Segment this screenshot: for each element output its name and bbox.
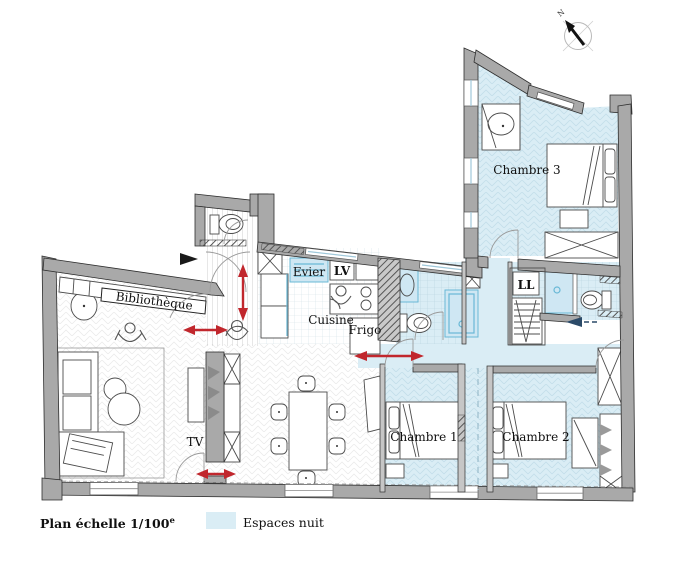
red-arrow-horizontal-entry — [183, 325, 228, 335]
wall-right — [617, 103, 636, 493]
label-ll: LL — [518, 278, 535, 292]
label-frigo: Frigo — [349, 323, 382, 337]
hob-counter — [329, 283, 381, 315]
person-living-icon — [114, 322, 147, 343]
north-compass: N — [556, 7, 594, 52]
wall-wc-hatched — [199, 239, 247, 247]
bed-chambre-1 — [385, 401, 463, 479]
walls — [41, 47, 636, 502]
windows-bottom — [89, 482, 584, 500]
legend: Plan échelle 1/100e Espaces nuit — [40, 512, 324, 531]
furniture — [55, 96, 623, 493]
windows-chambre3-left — [463, 79, 479, 229]
legend-scale-label: Plan échelle 1/100e — [40, 516, 175, 531]
toilet2 — [580, 290, 604, 310]
label-tv: TV — [187, 435, 204, 449]
shelf-chambre-2 — [599, 413, 623, 493]
wall-kitchen-right-hatched — [378, 258, 400, 342]
navy-arrow-bathroom2 — [566, 317, 600, 327]
label-evier: Evier — [293, 265, 325, 279]
door-swing-wc — [223, 219, 249, 245]
desk-chambre-2 — [571, 417, 599, 469]
washing-machine-box — [512, 271, 540, 296]
label-chambre-1: Chambre 1 — [390, 430, 457, 444]
label-lv: LV — [334, 264, 351, 278]
door-swing-living — [169, 293, 209, 319]
wardrobe-chambre-2 — [597, 347, 623, 406]
person-kitchen-icon — [329, 285, 352, 310]
compass-circle — [564, 22, 592, 50]
laundry-closet — [509, 267, 546, 346]
wall-top-living — [42, 257, 225, 297]
wc-toilet — [209, 214, 244, 235]
bed-chambre-3 — [546, 143, 618, 229]
red-arrow-corridor — [354, 351, 424, 361]
entry-direction-arrow — [180, 253, 198, 265]
wall-tv-partition — [205, 351, 225, 463]
label-chambre-3: Chambre 3 — [493, 163, 560, 177]
label-cuisine: Cuisine — [308, 313, 354, 327]
sofa — [57, 351, 125, 477]
bed-chambre-2 — [489, 401, 567, 479]
legend-night-zone-label: Espaces nuit — [243, 515, 324, 530]
dining-table-set — [270, 375, 346, 487]
shower2 — [544, 271, 576, 314]
bibliotheque-shelf — [58, 276, 207, 315]
tv-console — [187, 367, 205, 423]
legend-scale-text: Plan échelle 1/100 — [40, 516, 170, 531]
legend-scale-exponent: e — [169, 516, 175, 526]
coffee-table-large — [107, 392, 141, 426]
door-swing-bathroom1 — [414, 311, 444, 341]
compass-needle — [569, 27, 586, 46]
circulation-arrows — [180, 253, 600, 479]
label-north: N — [556, 7, 567, 18]
door-swing-chambre3 — [489, 229, 519, 259]
wardrobe-chambre-3 — [544, 231, 619, 259]
person-entry-icon — [225, 319, 249, 341]
door-swings — [169, 219, 625, 482]
red-arrow-vertical-entry — [238, 264, 248, 321]
vanity-chambre-3 — [481, 96, 521, 151]
shelving-unit-tv — [223, 353, 241, 463]
red-arrow-balcony — [196, 469, 236, 479]
legend-night-zone-swatch — [206, 512, 236, 529]
door-swing-entry-2 — [209, 251, 251, 293]
door-swing-chambre2 — [595, 339, 625, 369]
label-chambre-2: Chambre 2 — [502, 430, 569, 444]
door-swing-entry-1 — [205, 251, 247, 293]
shower1 — [444, 289, 479, 338]
